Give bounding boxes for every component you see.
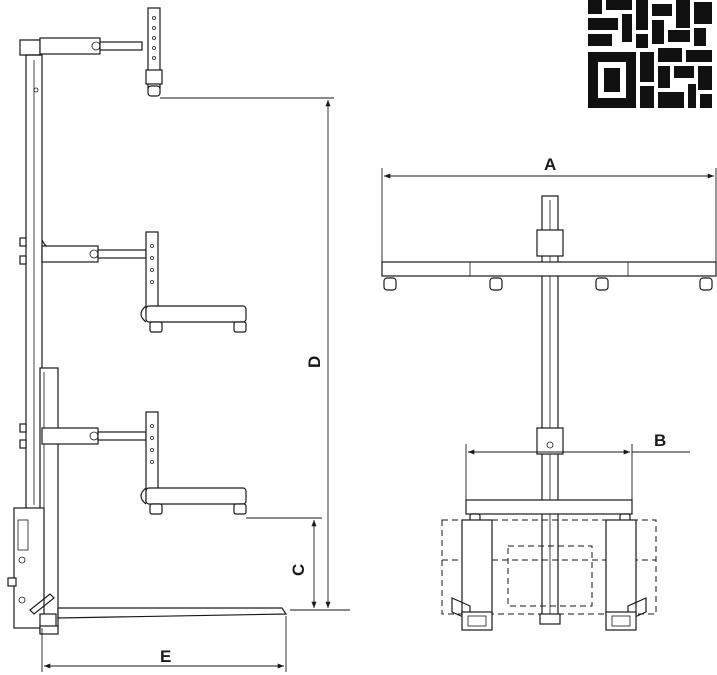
side-base (7, 507, 288, 635)
front-view: A B (381, 155, 717, 631)
dimension-e: E (41, 616, 287, 672)
front-base-outline (441, 519, 657, 631)
qr-code-icon (588, 0, 714, 112)
label-b: B (654, 431, 666, 450)
dimension-a: A (381, 155, 717, 262)
label-c: C (289, 564, 308, 576)
label-a: A (544, 155, 556, 174)
side-lower-arm (19, 411, 247, 515)
dimension-c: C (246, 517, 322, 611)
side-middle-arm (19, 231, 247, 333)
dimension-d: D (160, 97, 350, 611)
dimension-b: B (465, 431, 690, 500)
side-view: E C D (7, 7, 350, 672)
label-e: E (160, 647, 171, 666)
front-top-crossbar (381, 261, 717, 291)
label-d: D (305, 356, 324, 368)
side-top-arm (39, 7, 163, 97)
